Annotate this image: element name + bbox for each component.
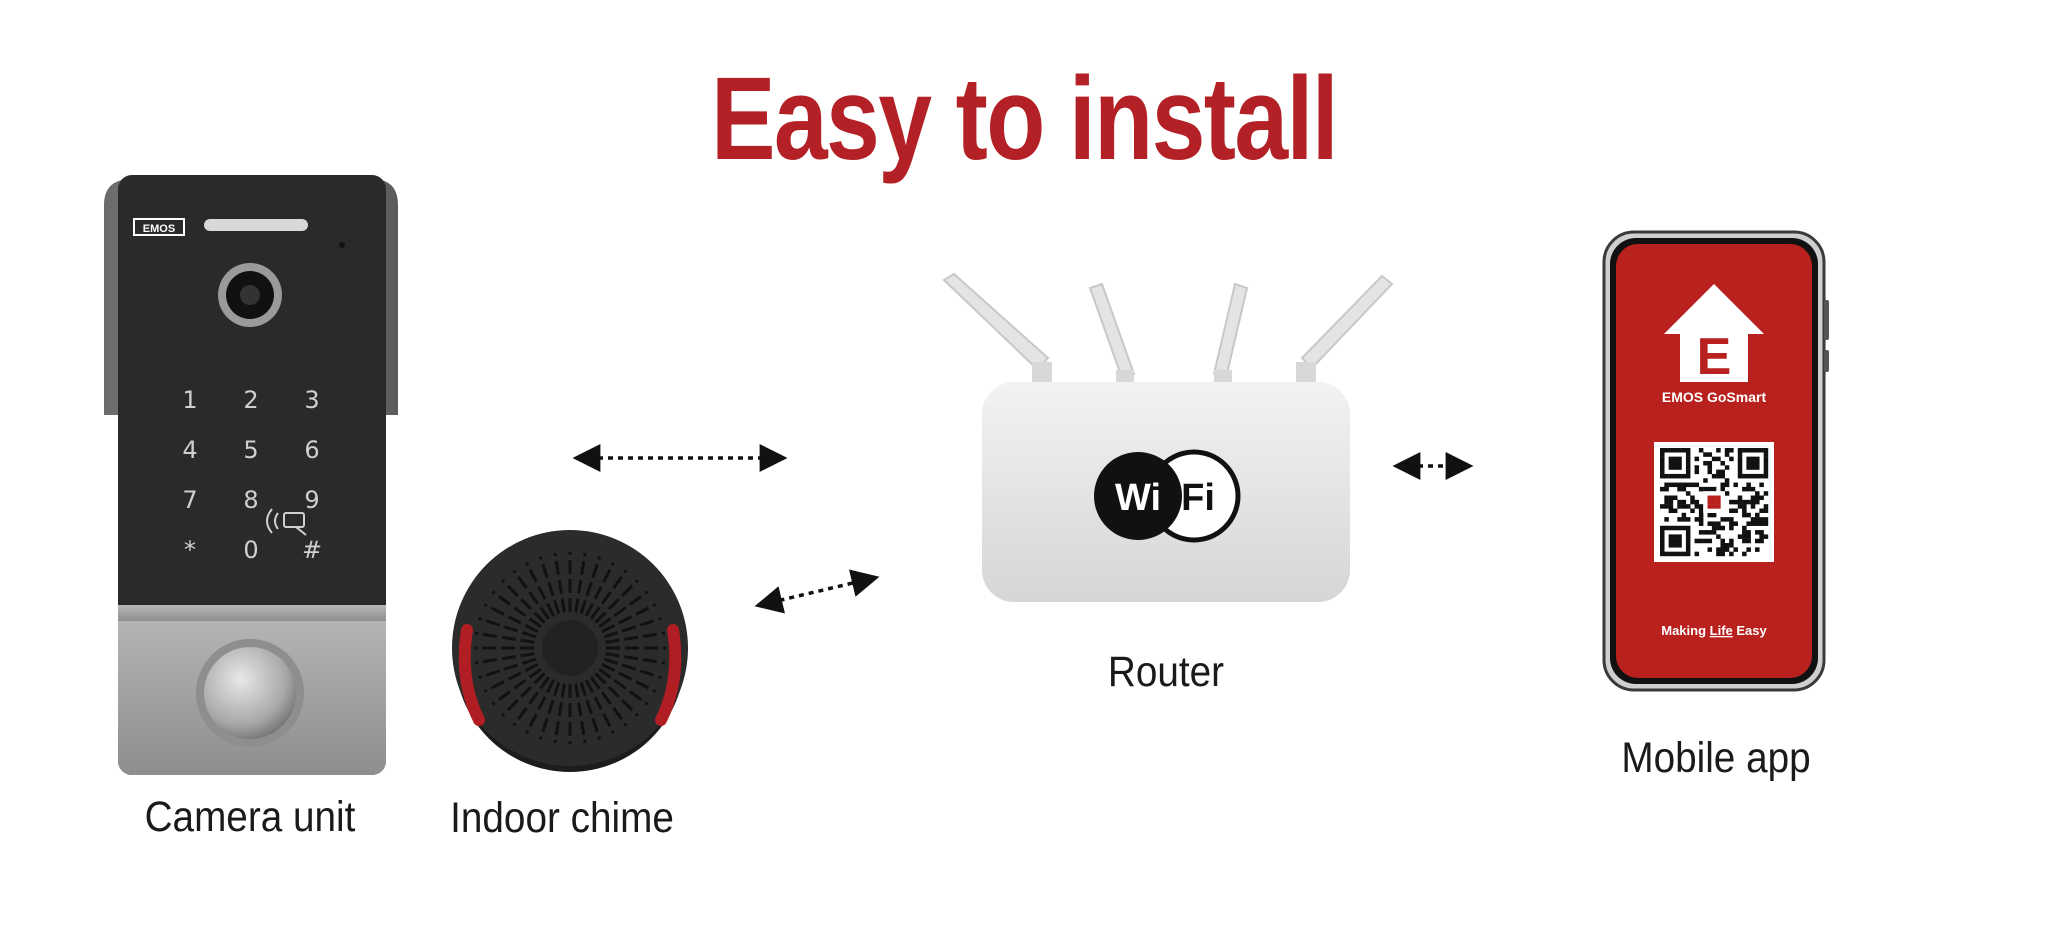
indoor-chime (452, 530, 688, 772)
grille-slot (585, 679, 615, 735)
keypad-key: 1 (182, 386, 197, 414)
keypad-key: 7 (182, 486, 197, 514)
camera-unit: EMOS 1 2 3 4 5 6 7 8 9 * 0 # (104, 175, 398, 775)
keypad-key: 8 (243, 486, 258, 514)
label-router: Router (1107, 648, 1225, 696)
grille-slot (553, 683, 566, 744)
svg-text:Fi: Fi (1181, 477, 1215, 519)
grille-slot (525, 561, 555, 617)
keypad-key: * (184, 536, 196, 564)
camera-brand-logo: EMOS (143, 223, 175, 235)
arrow-chime-router (754, 569, 880, 614)
grille-slot (589, 569, 628, 620)
grille-slot (601, 663, 657, 693)
wifi-logo: Wi Fi (1094, 449, 1241, 543)
keypad-key: 4 (182, 436, 197, 464)
grille-slot (501, 579, 546, 624)
mobile-phone: E EMOS GoSmart Making Life Easy (1602, 230, 1829, 692)
grille-slot (512, 569, 551, 620)
grille-slot (598, 667, 649, 706)
camera-keypad: 1 2 3 4 5 6 7 8 9 * 0 # (182, 386, 322, 564)
label-camera-unit: Camera unit (144, 793, 356, 841)
grille-slot (474, 631, 535, 644)
grille-slot (594, 579, 639, 624)
grille-slot (538, 681, 561, 740)
emos-app-logo: E (1664, 284, 1764, 386)
label-indoor-chime: Indoor chime (450, 794, 674, 842)
app-slogan: Making Life Easy (1661, 623, 1767, 638)
app-name: EMOS GoSmart (1662, 389, 1767, 405)
grille-slot (594, 672, 639, 717)
svg-text:Wi: Wi (1115, 477, 1161, 519)
qr-code (1660, 448, 1769, 557)
keypad-key: # (302, 536, 322, 564)
grille-slot (478, 657, 537, 680)
grille-slot (585, 561, 615, 617)
grille-slot (601, 603, 657, 633)
label-mobile-app: Mobile app (1621, 734, 1811, 782)
svg-text:E: E (1697, 328, 1732, 386)
wifi-router: Wi Fi (942, 272, 1394, 602)
keypad-key: 9 (304, 486, 319, 514)
grille-slot (512, 676, 551, 727)
grille-slot (605, 652, 666, 665)
keypad-key: 3 (304, 386, 319, 414)
grille-slot (553, 552, 566, 613)
chime-grille (474, 552, 666, 744)
grille-slot (525, 679, 555, 735)
grille-slot (579, 681, 602, 740)
grille-slot (598, 590, 649, 629)
grille-slot (483, 663, 539, 693)
grille-slot (538, 556, 561, 615)
grille-slot (478, 616, 537, 639)
grille-slot (603, 616, 662, 639)
grille-slot (603, 657, 662, 680)
keypad-key: 6 (304, 436, 319, 464)
grille-slot (579, 556, 602, 615)
grille-slot (483, 603, 539, 633)
grille-slot (605, 631, 666, 644)
page-title: Easy to install (710, 53, 1339, 185)
grille-slot (474, 652, 535, 665)
grille-slot (589, 676, 628, 727)
grille-slot (574, 683, 587, 744)
grille-slot (574, 552, 587, 613)
grille-slot (491, 667, 542, 706)
keypad-key: 0 (243, 536, 258, 564)
nfc-icon (266, 508, 307, 536)
keypad-key: 2 (243, 386, 258, 414)
grille-slot (491, 590, 542, 629)
grille-slot (501, 672, 546, 717)
keypad-key: 5 (243, 436, 258, 464)
